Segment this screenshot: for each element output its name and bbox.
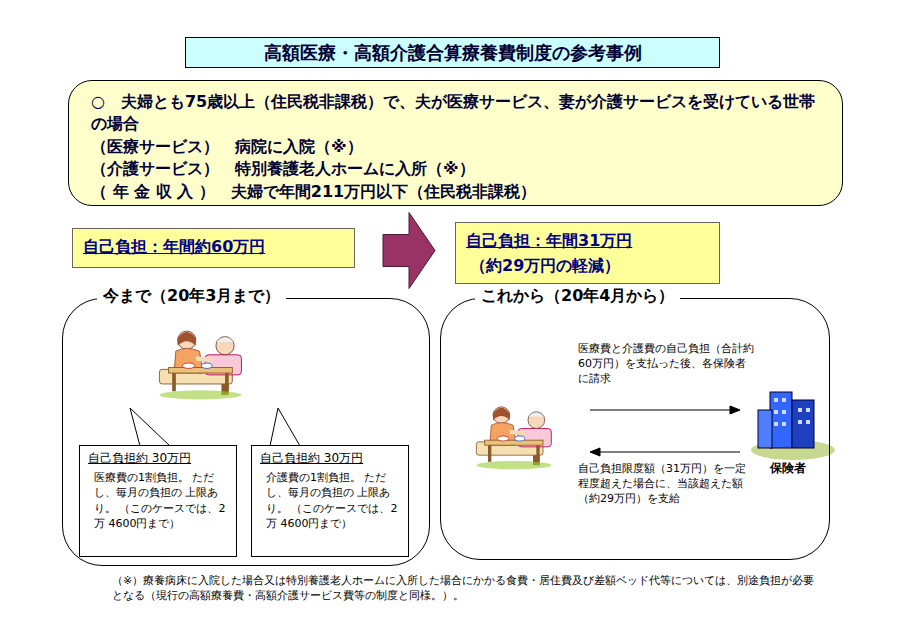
node-text: 医療費の1割負担。 ただし、毎月の負担の 上限あり。 （このケースでは、2万 4… bbox=[88, 470, 228, 532]
condition-box: ○ 夫婦とも75歳以上（住民税非課税）で、夫が医療サービス、妻が介護サービスを受… bbox=[68, 80, 843, 206]
title-box: 高額医療・高額介護合算療養費制度の参考事例 bbox=[185, 37, 720, 68]
insurer-label: 保険者 bbox=[770, 460, 820, 476]
node-heading: 自己負担約 30万円 bbox=[260, 450, 400, 467]
cost-box: 自己負担：年間31万円（約29万円の軽減） bbox=[455, 222, 720, 284]
footnote: （※）療養病床に入院した場合又は特別養護老人ホームに入所した場合にかかる食費・居… bbox=[112, 574, 822, 604]
speech-bubble: これから（20年4月から） bbox=[440, 298, 830, 560]
node-heading: 自己負担：年間31万円 bbox=[466, 229, 709, 254]
node-text: （医療サービス） 病院に入院（※） bbox=[91, 136, 820, 158]
node-text: （介護サービス） 特別養護老人ホームに入所（※） bbox=[91, 158, 820, 180]
node-text: 介護費の1割負担。 ただし、毎月の負担の 上限あり。 （このケースでは、2万 4… bbox=[260, 470, 400, 532]
arrow-label: 医療費と介護費の自己負担（合計約60万円）を支払った後、各保険者に請求 bbox=[578, 342, 756, 387]
callout-box: 自己負担約 30万円介護費の1割負担。 ただし、毎月の負担の 上限あり。 （この… bbox=[251, 445, 409, 557]
flow-arrow bbox=[590, 406, 740, 456]
arrow-label: 自己負担限度額（31万円）を一定程度超えた場合に、当該超えた額（約29万円）を支… bbox=[578, 462, 756, 507]
callout-tail bbox=[130, 408, 300, 446]
block-arrow bbox=[383, 213, 435, 289]
node-heading: これから（20年4月から） bbox=[475, 286, 680, 307]
callout-box: 自己負担約 30万円医療費の1割負担。 ただし、毎月の負担の 上限あり。 （この… bbox=[79, 445, 237, 557]
cost-box: 自己負担：年間約60万円 bbox=[72, 228, 355, 268]
node-heading: 自己負担約 30万円 bbox=[88, 450, 228, 467]
node-heading: 今まで（20年3月まで） bbox=[97, 286, 286, 307]
title-text: 高額医療・高額介護合算療養費制度の参考事例 bbox=[186, 38, 719, 67]
node-text: （約29万円の軽減） bbox=[466, 254, 709, 279]
node-text: （ 年 金 収 入 ） 夫婦で年間211万円以下（住民税非課税） bbox=[91, 181, 820, 203]
node-heading: 自己負担：年間約60万円 bbox=[83, 237, 344, 258]
node-heading: ○ 夫婦とも75歳以上（住民税非課税）で、夫が医療サービス、妻が介護サービスを受… bbox=[91, 91, 820, 136]
speech-bubble: 今まで（20年3月まで）自己負担約 30万円医療費の1割負担。 ただし、毎月の負… bbox=[62, 298, 430, 566]
building-icon bbox=[751, 392, 835, 460]
